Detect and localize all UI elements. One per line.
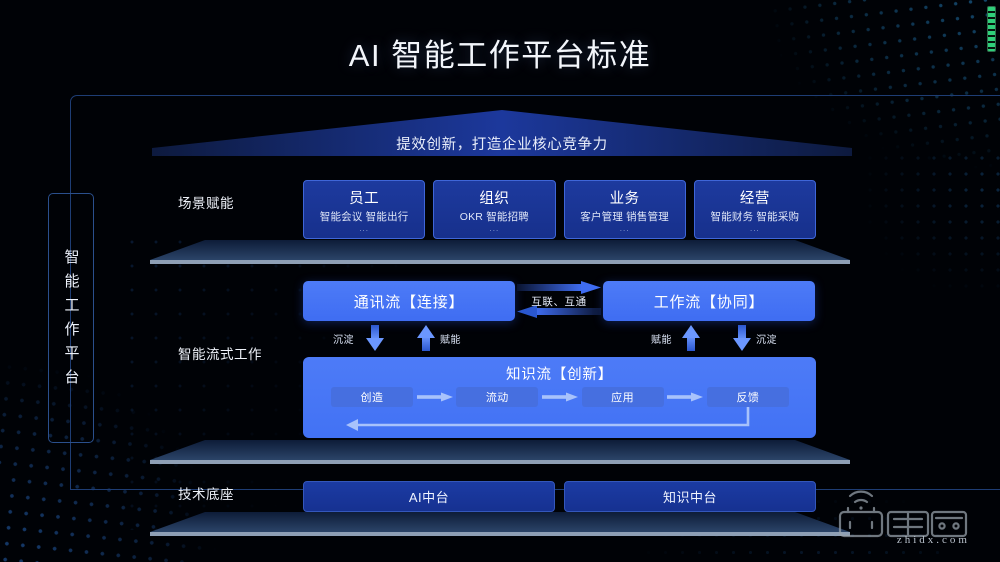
knowledge-step-flow[interactable]: 流动	[456, 387, 539, 407]
tech-card-label: 知识中台	[662, 490, 717, 505]
connector-label-left-down: 沉淀	[333, 335, 354, 346]
scene-card-more: ...	[359, 223, 369, 233]
tech-card-label: AI中台	[408, 490, 450, 505]
arrow-right-icon	[517, 281, 601, 294]
knowledge-step-label: 应用	[611, 392, 635, 404]
arrow-up-icon-left	[417, 325, 435, 356]
knowledge-step-label: 流动	[485, 392, 509, 404]
platform-shelf-stream	[150, 440, 850, 466]
arrow-right-icon-step-1	[416, 392, 453, 402]
scene-card-operation[interactable]: 经营 智能财务 智能采购 ...	[693, 180, 816, 239]
tech-card-ai-platform[interactable]: AI中台	[303, 481, 555, 512]
roof-banner: 提效创新，打造企业核心竞争力	[152, 110, 852, 158]
flow-box-workflow-label: 工作流【协同】	[653, 293, 765, 311]
knowledge-flow-box[interactable]: 知识流【创新】 创造 流动 应用 反	[303, 357, 816, 438]
flow-box-communication-label: 通讯流【连接】	[353, 293, 465, 311]
scene-card-title: 经营	[739, 190, 770, 207]
arrow-left-icon	[517, 305, 601, 318]
scene-card-subtitle: 智能财务 智能采购	[710, 210, 800, 223]
scene-card-subtitle: 客户管理 销售管理	[580, 210, 669, 223]
platform-shelf-scene	[150, 240, 850, 266]
platform-vertical-label-text: 智能工作平台	[62, 249, 80, 393]
row-label-scene: 场景赋能	[178, 196, 234, 211]
flow-box-workflow[interactable]: 工作流【协同】	[603, 281, 815, 321]
knowledge-step-create[interactable]: 创造	[331, 387, 413, 407]
platform-vertical-label: 智能工作平台	[48, 193, 94, 443]
scene-card-row: 员工 智能会议 智能出行 ... 组织 OKR 智能招聘 ... 业务 客户管理…	[303, 180, 816, 239]
scene-card-more: ...	[489, 223, 500, 233]
scene-card-business[interactable]: 业务 客户管理 销售管理 ...	[563, 180, 686, 239]
connector-label-right-down: 沉淀	[756, 335, 777, 346]
connector-label-right-up: 赋能	[651, 335, 672, 346]
knowledge-flow-title: 知识流【创新】	[505, 367, 614, 383]
knowledge-step-label: 创造	[360, 392, 384, 404]
row-label-stream: 智能流式工作	[178, 347, 262, 362]
knowledge-step-feedback[interactable]: 反馈	[706, 387, 789, 407]
arrow-down-icon-left	[366, 325, 384, 356]
arrow-up-icon-right	[682, 325, 700, 356]
scene-card-subtitle: 智能会议 智能出行	[319, 210, 409, 223]
knowledge-step-apply[interactable]: 应用	[581, 387, 664, 407]
knowledge-step-label: 反馈	[736, 392, 760, 404]
knowledge-step-row: 创造 流动 应用 反馈	[331, 387, 789, 407]
row-label-tech: 技术底座	[178, 487, 234, 502]
tech-card-row: AI中台 知识中台	[303, 481, 816, 512]
platform-shelf-tech	[150, 512, 850, 538]
watermark-domain: zhidx.com	[896, 534, 970, 546]
scene-card-employee[interactable]: 员工 智能会议 智能出行 ...	[303, 180, 426, 239]
flow-box-communication[interactable]: 通讯流【连接】	[303, 281, 515, 321]
roof-slogan: 提效创新，打造企业核心竞争力	[396, 137, 608, 153]
interlink-connector: 互联、互通	[517, 281, 601, 321]
interlink-label: 互联、互通	[531, 296, 587, 308]
scene-card-more: ...	[619, 223, 630, 233]
knowledge-loop-arrow-icon	[346, 407, 750, 431]
tech-card-knowledge-platform[interactable]: 知识中台	[564, 481, 816, 512]
scene-card-more: ...	[750, 223, 760, 233]
dot-pattern-right	[830, 150, 1000, 350]
battery-indicator-icon	[987, 6, 996, 52]
scene-card-title: 业务	[609, 190, 640, 207]
scene-card-organization[interactable]: 组织 OKR 智能招聘 ...	[433, 180, 556, 239]
page-title: AI 智能工作平台标准	[348, 38, 652, 73]
connector-label-left-up: 赋能	[440, 335, 461, 346]
arrow-right-icon-step-3	[667, 392, 704, 402]
scene-card-subtitle: OKR 智能招聘	[459, 210, 530, 223]
scene-card-title: 组织	[479, 190, 510, 207]
arrow-right-icon-step-2	[541, 392, 578, 402]
scene-card-title: 员工	[349, 190, 380, 207]
arrow-down-icon-right	[733, 325, 751, 356]
